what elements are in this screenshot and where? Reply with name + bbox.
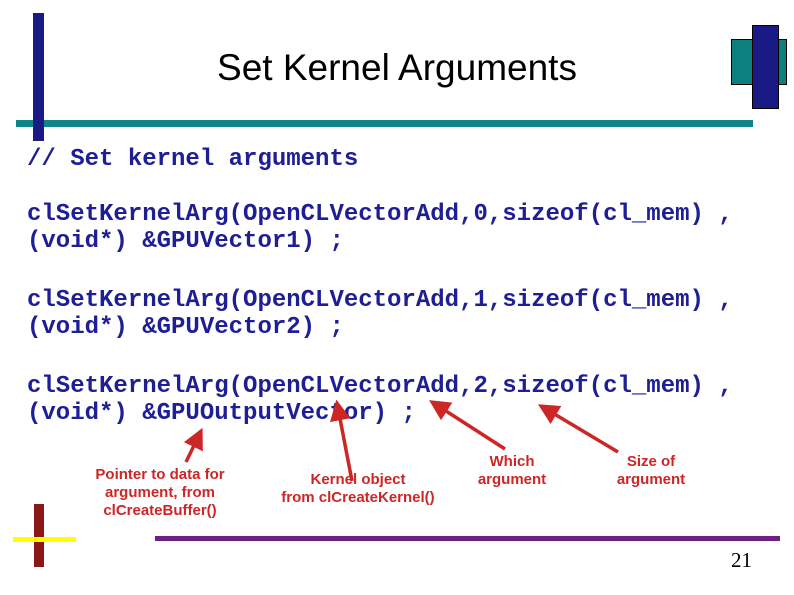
top-left-accent-bar bbox=[33, 13, 44, 141]
code-block-3: clSetKernelArg(OpenCLVectorAdd,2,sizeof(… bbox=[27, 373, 733, 427]
annotation-line: Pointer to data for bbox=[95, 466, 225, 483]
annotation-line: from clCreateKernel() bbox=[281, 489, 435, 506]
code-line: (void*) &GPUOutputVector) ; bbox=[27, 400, 416, 427]
code-comment: // Set kernel arguments bbox=[27, 146, 359, 173]
annotation-line: Size of bbox=[626, 453, 676, 470]
annotation-line: argument, from bbox=[104, 484, 215, 501]
annotation-size-of-argument: Size of argument bbox=[601, 453, 701, 489]
code-line: (void*) &GPUVector2) ; bbox=[27, 314, 344, 341]
code-block-1: clSetKernelArg(OpenCLVectorAdd,0,sizeof(… bbox=[27, 201, 733, 255]
code-line: (void*) &GPUVector1) ; bbox=[27, 228, 344, 255]
top-right-navy-rect bbox=[752, 25, 779, 109]
annotation-line: clCreateBuffer() bbox=[103, 502, 217, 519]
annotation-line: Which bbox=[489, 453, 535, 470]
annotation-pointer-to-data: Pointer to data for argument, from clCre… bbox=[75, 466, 245, 520]
annotation-line: argument bbox=[477, 471, 547, 488]
annotation-line: Kernel object bbox=[310, 471, 406, 488]
bottom-left-yellow-bar bbox=[13, 537, 76, 542]
footer-rule bbox=[155, 536, 780, 541]
title-underline-rule bbox=[16, 120, 753, 127]
arrow-pointer-to-data bbox=[183, 427, 203, 463]
annotation-kernel-object: Kernel object from clCreateKernel() bbox=[263, 471, 453, 507]
code-line: clSetKernelArg(OpenCLVectorAdd,2,sizeof(… bbox=[27, 373, 733, 400]
annotation-which-argument: Which argument bbox=[462, 453, 562, 489]
page-number: 21 bbox=[731, 548, 752, 572]
code-line: clSetKernelArg(OpenCLVectorAdd,0,sizeof(… bbox=[27, 201, 733, 228]
code-line: clSetKernelArg(OpenCLVectorAdd,1,sizeof(… bbox=[27, 287, 733, 314]
annotation-line: argument bbox=[616, 471, 686, 488]
slide-title: Set Kernel Arguments bbox=[217, 47, 577, 88]
code-block-2: clSetKernelArg(OpenCLVectorAdd,1,sizeof(… bbox=[27, 287, 733, 341]
bottom-left-maroon-bar bbox=[34, 504, 44, 567]
